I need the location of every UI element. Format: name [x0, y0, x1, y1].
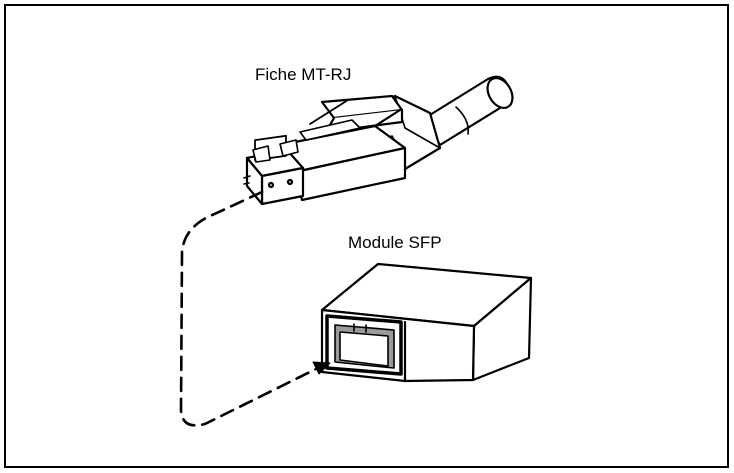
sfp-module-label: Module SFP	[348, 233, 442, 252]
mtrj-plug-drawing	[243, 75, 514, 206]
plug-body	[263, 108, 407, 202]
mtrj-plug-label: Fiche MT-RJ	[255, 65, 352, 84]
figure-frame	[4, 4, 729, 468]
ferrule-housing	[243, 134, 305, 206]
fiber-cable	[423, 75, 514, 147]
sfp-module-drawing	[320, 262, 533, 383]
insertion-path	[179, 190, 331, 427]
